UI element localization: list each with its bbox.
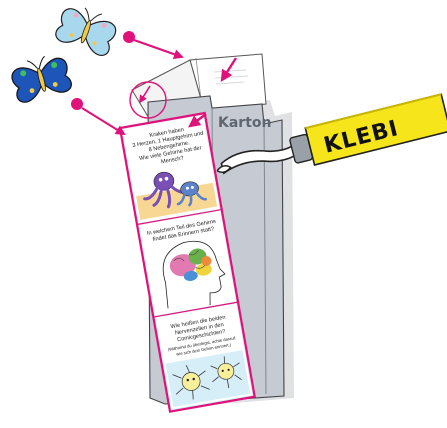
fold-arrow-1 [123,31,182,57]
butterfly-light-icon [54,1,120,57]
karton-label: Karton [218,115,271,131]
butterfly-dark-icon [9,51,74,104]
fold-arrow-2 [71,98,124,134]
